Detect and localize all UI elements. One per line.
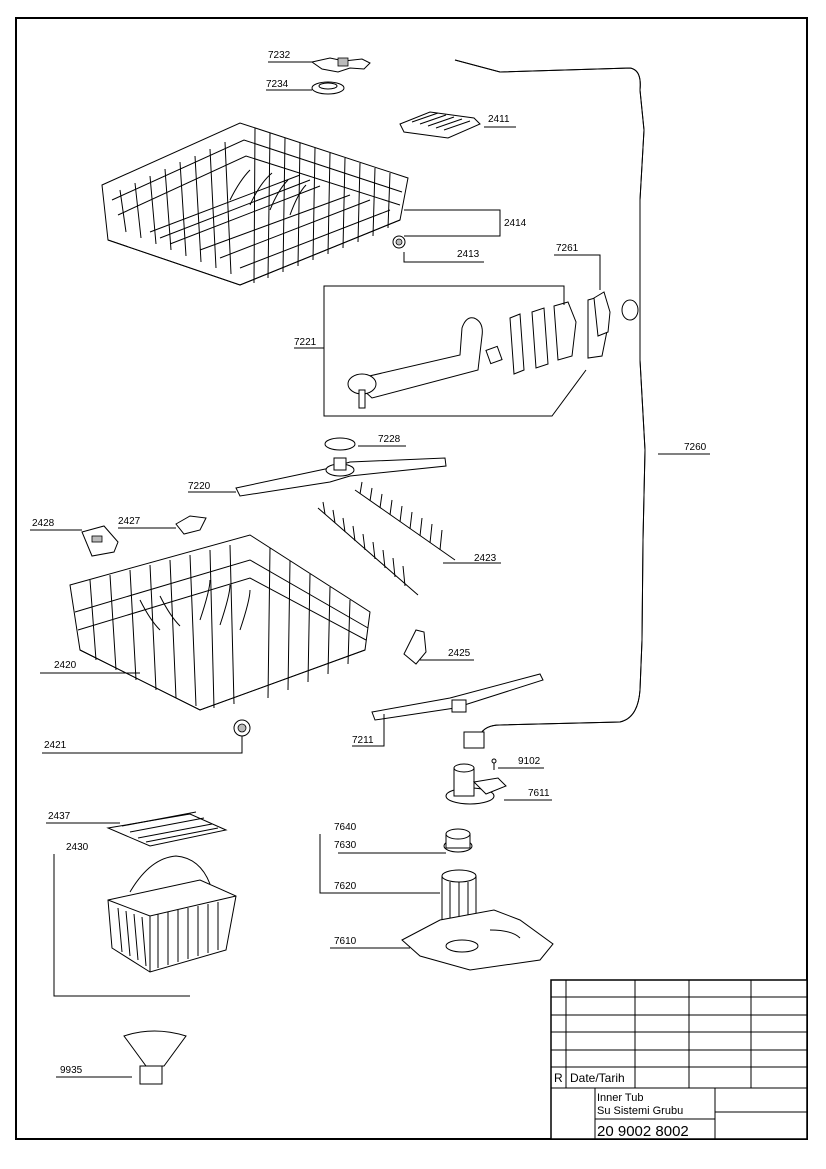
drawing-number: 20 9002 8002 <box>597 1123 689 1140</box>
title-line-2: Su Sistemi Grubu <box>597 1105 683 1117</box>
label-2430: 2430 <box>66 842 89 853</box>
title-block: R Date/Tarih Inner Tub Su Sistemi Grubu … <box>550 979 808 1140</box>
part-7221-drawing <box>347 295 609 409</box>
label-7640: 7640 <box>334 822 357 833</box>
part-7220-drawing <box>235 457 447 497</box>
part-9102-drawing <box>491 758 497 770</box>
part-7611-drawing <box>445 763 507 805</box>
revision-letter: R <box>554 1071 563 1085</box>
date-label: Date/Tarih <box>570 1071 625 1085</box>
label-7610: 7610 <box>334 936 357 947</box>
leader-lines <box>30 61 710 1078</box>
title-line-1: Inner Tub <box>597 1092 643 1104</box>
part-7610-drawing <box>401 909 554 971</box>
label-2413: 2413 <box>457 249 480 260</box>
part-7630-drawing <box>443 828 473 853</box>
part-2421-drawing <box>233 719 251 737</box>
label-2425: 2425 <box>448 648 471 659</box>
label-7221: 7221 <box>294 337 317 348</box>
label-7620: 7620 <box>334 881 357 892</box>
part-2425-drawing <box>403 629 427 665</box>
part-7234-drawing <box>311 81 345 95</box>
label-2414: 2414 <box>504 218 527 229</box>
part-2430-drawing <box>107 855 237 973</box>
label-2421: 2421 <box>44 740 67 751</box>
label-7260: 7260 <box>684 442 707 453</box>
part-9935-drawing <box>123 1030 187 1085</box>
part-2437-drawing <box>106 811 228 847</box>
part-7260-drawing <box>454 59 646 749</box>
label-9102: 9102 <box>518 756 541 767</box>
label-2437: 2437 <box>48 811 71 822</box>
label-2411: 2411 <box>488 114 510 125</box>
part-7228-drawing <box>324 437 356 451</box>
part-2423-drawing <box>317 481 456 596</box>
part-7232-drawing <box>310 57 371 73</box>
label-7611: 7611 <box>528 788 550 799</box>
label-7234: 7234 <box>266 79 289 90</box>
label-2428: 2428 <box>32 518 55 529</box>
lower-basket-drawing <box>69 534 371 711</box>
part-7261-drawing <box>593 291 611 337</box>
label-7261: 7261 <box>556 243 579 254</box>
label-7220: 7220 <box>188 481 211 492</box>
part-2428-drawing <box>81 525 119 557</box>
label-7211: 7211 <box>352 735 374 746</box>
part-2413-drawing <box>392 235 406 249</box>
part-7211-drawing <box>371 673 544 721</box>
label-7630: 7630 <box>334 840 357 851</box>
label-2427: 2427 <box>118 516 141 527</box>
label-7232: 7232 <box>268 50 291 61</box>
label-7228: 7228 <box>378 434 401 445</box>
upper-basket-drawing <box>101 122 409 286</box>
label-2423: 2423 <box>474 553 497 564</box>
part-2427-drawing <box>175 515 207 535</box>
label-9935: 9935 <box>60 1065 83 1076</box>
part-2411-drawing <box>399 111 481 139</box>
sheet-border <box>15 17 808 1140</box>
label-2420: 2420 <box>54 660 77 671</box>
